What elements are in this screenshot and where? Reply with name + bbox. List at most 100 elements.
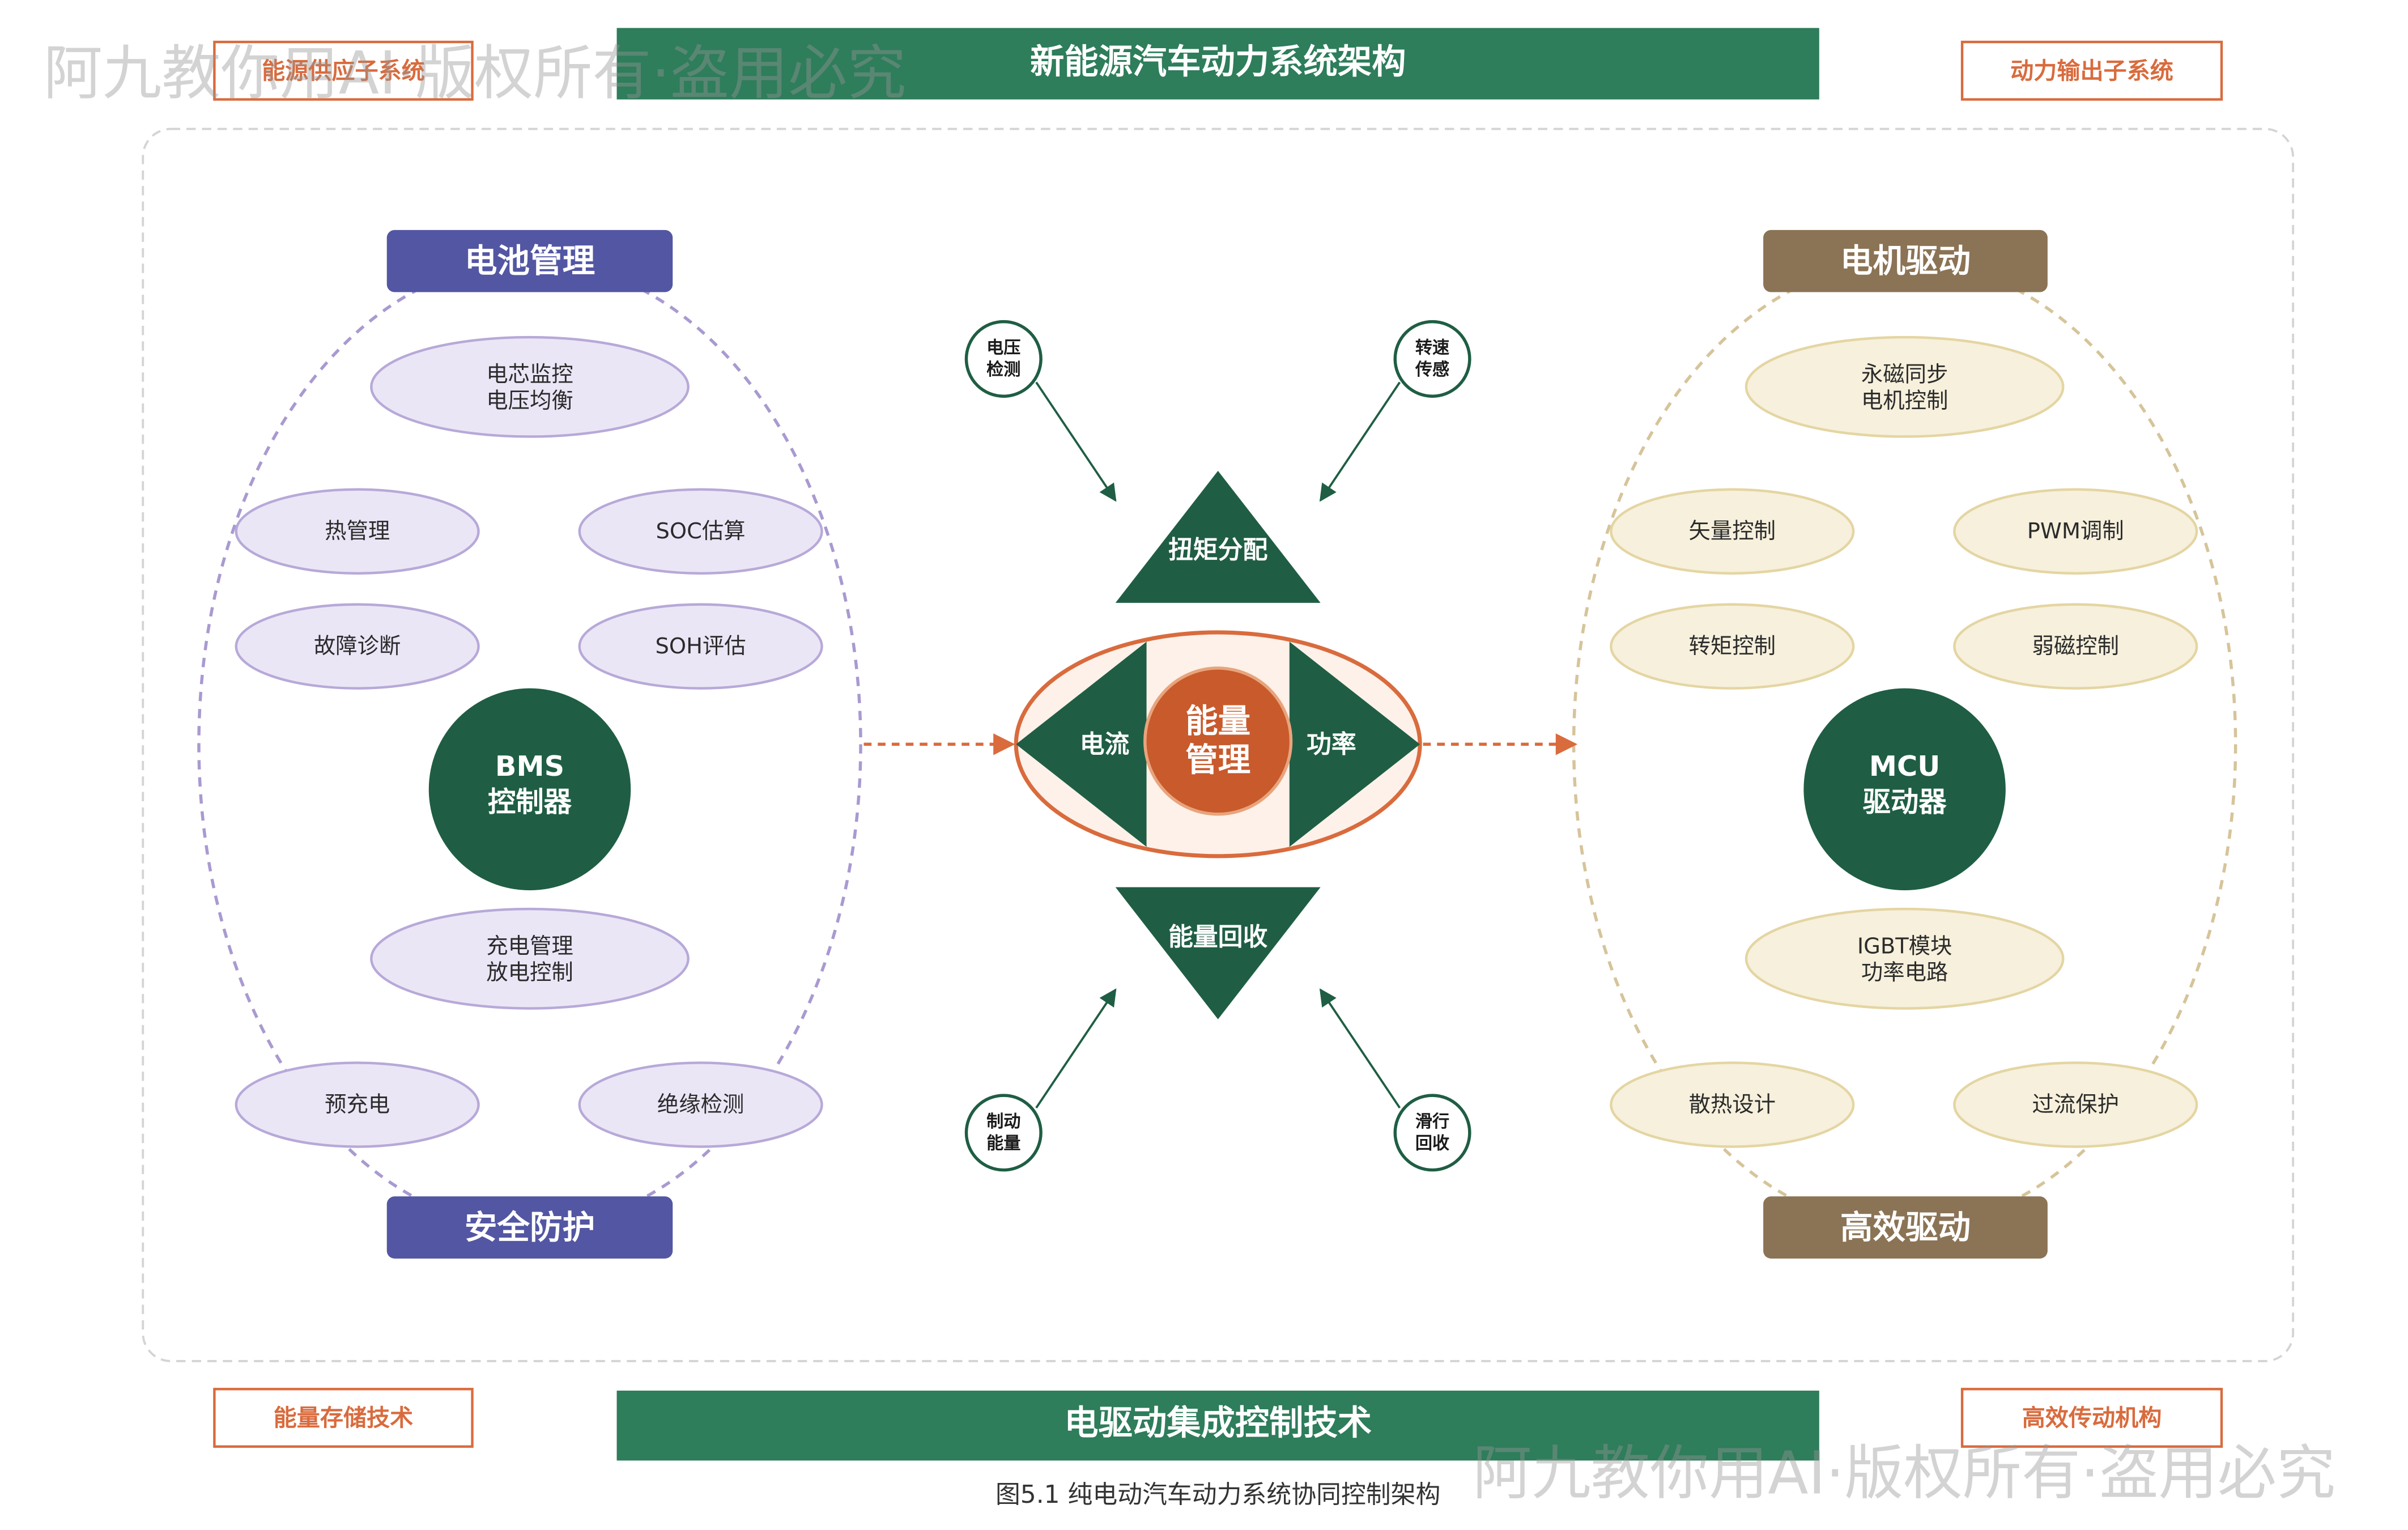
- diagram-title: 新能源汽车动力系统架构: [1030, 42, 1406, 82]
- motor-node-line: 散热设计: [1689, 1092, 1776, 1117]
- motor-node-shape: [1953, 1061, 2198, 1148]
- top-left-label-text: 能源供应子系统: [262, 57, 425, 84]
- motor-drive-module: 电机驱动 永磁同步 电机控制 矢量控制 PWM调制 转矩控制 弱磁控制 MCU …: [1572, 230, 2237, 1259]
- motor-node-line: 永磁同步: [1861, 362, 1948, 387]
- battery-footer-text: 安全防护: [465, 1209, 595, 1247]
- title-banner: 新能源汽车动力系统架构: [616, 28, 1819, 100]
- motor-node-line: 转矩控制: [1689, 634, 1776, 659]
- sensor-circle: [964, 320, 1043, 398]
- bottom-left-label-box: [213, 1388, 474, 1448]
- motor-node-shape: [1610, 603, 1855, 690]
- battery-node-line: 电压均衡: [486, 388, 573, 414]
- motor-header-text: 电机驱动: [1840, 242, 1971, 280]
- battery-node-line: 充电管理: [486, 933, 573, 959]
- motor-node-line: 电机控制: [1861, 388, 1948, 414]
- sensor-arrow: [1035, 988, 1117, 1109]
- mcu-core-line: MCU: [1869, 750, 1940, 783]
- motor-node-shape: [1610, 488, 1855, 575]
- motor-node: PWM调制: [1953, 488, 2198, 575]
- sensor-line: 制动: [986, 1112, 1020, 1132]
- sensor-arrow: [1035, 381, 1117, 502]
- energy-core-line: 能量: [1185, 702, 1250, 740]
- bottom-right-label: 高效传动机构: [1960, 1388, 2223, 1448]
- battery-node-shape: [235, 603, 480, 690]
- sensor-circle: [964, 1094, 1043, 1172]
- motor-node-line: 弱磁控制: [2032, 634, 2118, 659]
- braking-energy-sensor: 制动 能量: [964, 1094, 1043, 1172]
- battery-node-shape: [370, 907, 690, 1010]
- sensor-line: 滑行: [1415, 1112, 1449, 1132]
- speed-sensor: 转速 传感: [1393, 320, 1471, 398]
- motor-footer-box: [1763, 1196, 2048, 1259]
- bms-controller-core: BMS 控制器: [428, 688, 631, 891]
- battery-node-line: SOH评估: [656, 634, 746, 659]
- motor-node-shape: [1953, 603, 2198, 690]
- top-right-label-box: [1960, 40, 2223, 101]
- energy-core-line: 管理: [1185, 741, 1250, 779]
- energy-core-circle: [1143, 666, 1293, 816]
- sensor-circle: [1393, 320, 1471, 398]
- current-flow-text: 电流: [1080, 730, 1130, 759]
- mcu-core-line: 驱动器: [1863, 785, 1947, 818]
- battery-node: 热管理: [235, 488, 480, 575]
- motor-node: 散热设计: [1610, 1061, 1855, 1148]
- power-flow-text: 功率: [1307, 730, 1356, 759]
- power-flow-triangle: [1289, 641, 1420, 847]
- sensor-line: 回收: [1415, 1134, 1449, 1154]
- battery-management-module: 电池管理 电芯监控 电压均衡 热管理 SOC估算 故障诊断 SOH评估 BMS …: [197, 230, 862, 1259]
- motor-node-line: PWM调制: [2027, 518, 2124, 544]
- motor-node-shape: [1745, 907, 2065, 1010]
- bottom-banner-text: 电驱动集成控制技术: [1064, 1404, 1372, 1443]
- motor-node: 弱磁控制: [1953, 603, 2198, 690]
- bms-core-line: BMS: [495, 750, 564, 783]
- battery-node-line: 电芯监控: [486, 362, 573, 387]
- torque-distribution-text: 扭矩分配: [1168, 536, 1268, 564]
- figure-caption: 图5.1 纯电动汽车动力系统协同控制架构: [995, 1480, 1440, 1509]
- top-left-label-box: [213, 40, 474, 101]
- battery-node: 预充电: [235, 1061, 480, 1148]
- bottom-left-label: 能量存储技术: [213, 1388, 474, 1448]
- bms-core-circle: [428, 688, 631, 891]
- bottom-left-label-text: 能量存储技术: [274, 1404, 414, 1431]
- battery-node-shape: [578, 1061, 823, 1148]
- motor-node-shape: [1610, 1061, 1855, 1148]
- battery-node-line: 故障诊断: [314, 634, 401, 659]
- coasting-recovery-sensor: 滑行 回收: [1393, 1094, 1471, 1172]
- battery-node-shape: [370, 335, 690, 438]
- watermark-bottom: 阿九教你用AI·版权所有·盗用必究: [1473, 1438, 2335, 1507]
- sensor-line: 能量: [986, 1134, 1020, 1154]
- battery-header-text: 电池管理: [465, 242, 595, 280]
- battery-footer-box: [386, 1196, 673, 1259]
- motor-node: 矢量控制: [1610, 488, 1855, 575]
- sensor-line: 电压: [986, 338, 1020, 358]
- sensor-line: 传感: [1415, 360, 1449, 380]
- battery-node: 绝缘检测: [578, 1061, 823, 1148]
- motor-node: IGBT模块 功率电路: [1745, 907, 2065, 1010]
- sensor-arrow: [1319, 381, 1401, 502]
- torque-distribution-triangle: [1115, 470, 1321, 603]
- motor-node-line: 过流保护: [2032, 1092, 2118, 1117]
- bottom-right-label-text: 高效传动机构: [2022, 1404, 2162, 1431]
- sensor-circle: [1393, 1094, 1471, 1172]
- bottom-banner: 电驱动集成控制技术: [616, 1391, 1819, 1461]
- energy-recovery-text: 能量回收: [1168, 923, 1268, 951]
- motor-node: 过流保护: [1953, 1061, 2198, 1148]
- battery-node-line: SOC估算: [656, 518, 746, 544]
- current-flow-triangle: [1016, 641, 1147, 847]
- mcu-driver-core: MCU 驱动器: [1803, 688, 2006, 891]
- sensor-arrow: [1319, 988, 1401, 1109]
- battery-node-shape: [235, 488, 480, 575]
- motor-node-shape: [1745, 335, 2065, 438]
- energy-management-hub: 电流 功率 能量 管理 扭矩分配 能量回收 电压 检测 转速 传感 制动 能量: [863, 320, 1578, 1172]
- battery-node-line: 预充电: [325, 1092, 390, 1117]
- top-right-label-text: 动力输出子系统: [2010, 57, 2173, 84]
- sensor-line: 转速: [1415, 338, 1449, 358]
- watermark-top: 阿九教你用AI·版权所有·盗用必究: [44, 39, 907, 108]
- battery-node-line: 绝缘检测: [657, 1092, 744, 1117]
- top-left-label: 能源供应子系统: [213, 40, 474, 101]
- motor-footer-text: 高效驱动: [1840, 1209, 1971, 1247]
- motor-node-line: 矢量控制: [1689, 518, 1776, 544]
- battery-node: SOC估算: [578, 488, 823, 575]
- battery-header-box: [386, 230, 673, 292]
